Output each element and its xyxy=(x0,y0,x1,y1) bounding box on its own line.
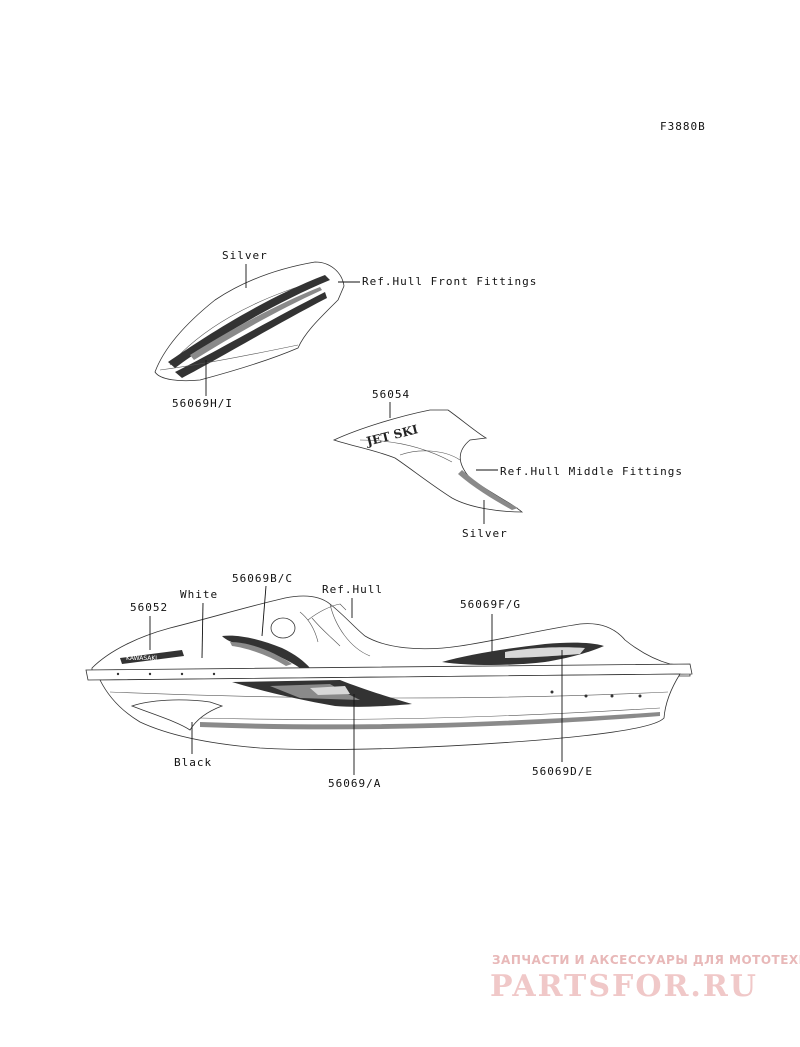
label-ref-hull-front: Ref.Hull Front Fittings xyxy=(362,275,537,288)
label-white: White xyxy=(180,588,218,601)
main-hull-part: KAWASAKI xyxy=(85,595,693,750)
label-56069bc: 56069B/C xyxy=(232,572,293,585)
front-hull-fitting-part xyxy=(154,261,345,382)
watermark-brand: PARTSFOR.RU xyxy=(490,969,758,1004)
label-ref-hull-middle: Ref.Hull Middle Fittings xyxy=(500,465,683,478)
middle-hull-fitting-part: JET SKI xyxy=(332,409,524,513)
label-56054: 56054 xyxy=(372,388,410,401)
label-56069de: 56069D/E xyxy=(532,765,593,778)
leader-56069bc xyxy=(261,585,267,637)
label-56069a: 56069/A xyxy=(328,777,381,790)
label-56069fg: 56069F/G xyxy=(460,598,521,611)
label-ref-hull: Ref.Hull xyxy=(322,583,383,596)
label-56069hi: 56069H/I xyxy=(172,397,233,410)
label-silver-mid: Silver xyxy=(462,527,508,540)
label-56052: 56052 xyxy=(130,601,168,614)
kawasaki-decal-text: KAWASAKI xyxy=(126,655,157,662)
leader-white xyxy=(201,602,204,659)
diagram-code: F3880B xyxy=(660,120,706,133)
watermark-tagline: ЗАПЧАСТИ И АКСЕССУАРЫ ДЛЯ МОТОТЕХНИКИ xyxy=(492,953,800,967)
label-silver-top: Silver xyxy=(222,249,268,262)
label-black: Black xyxy=(174,756,212,769)
